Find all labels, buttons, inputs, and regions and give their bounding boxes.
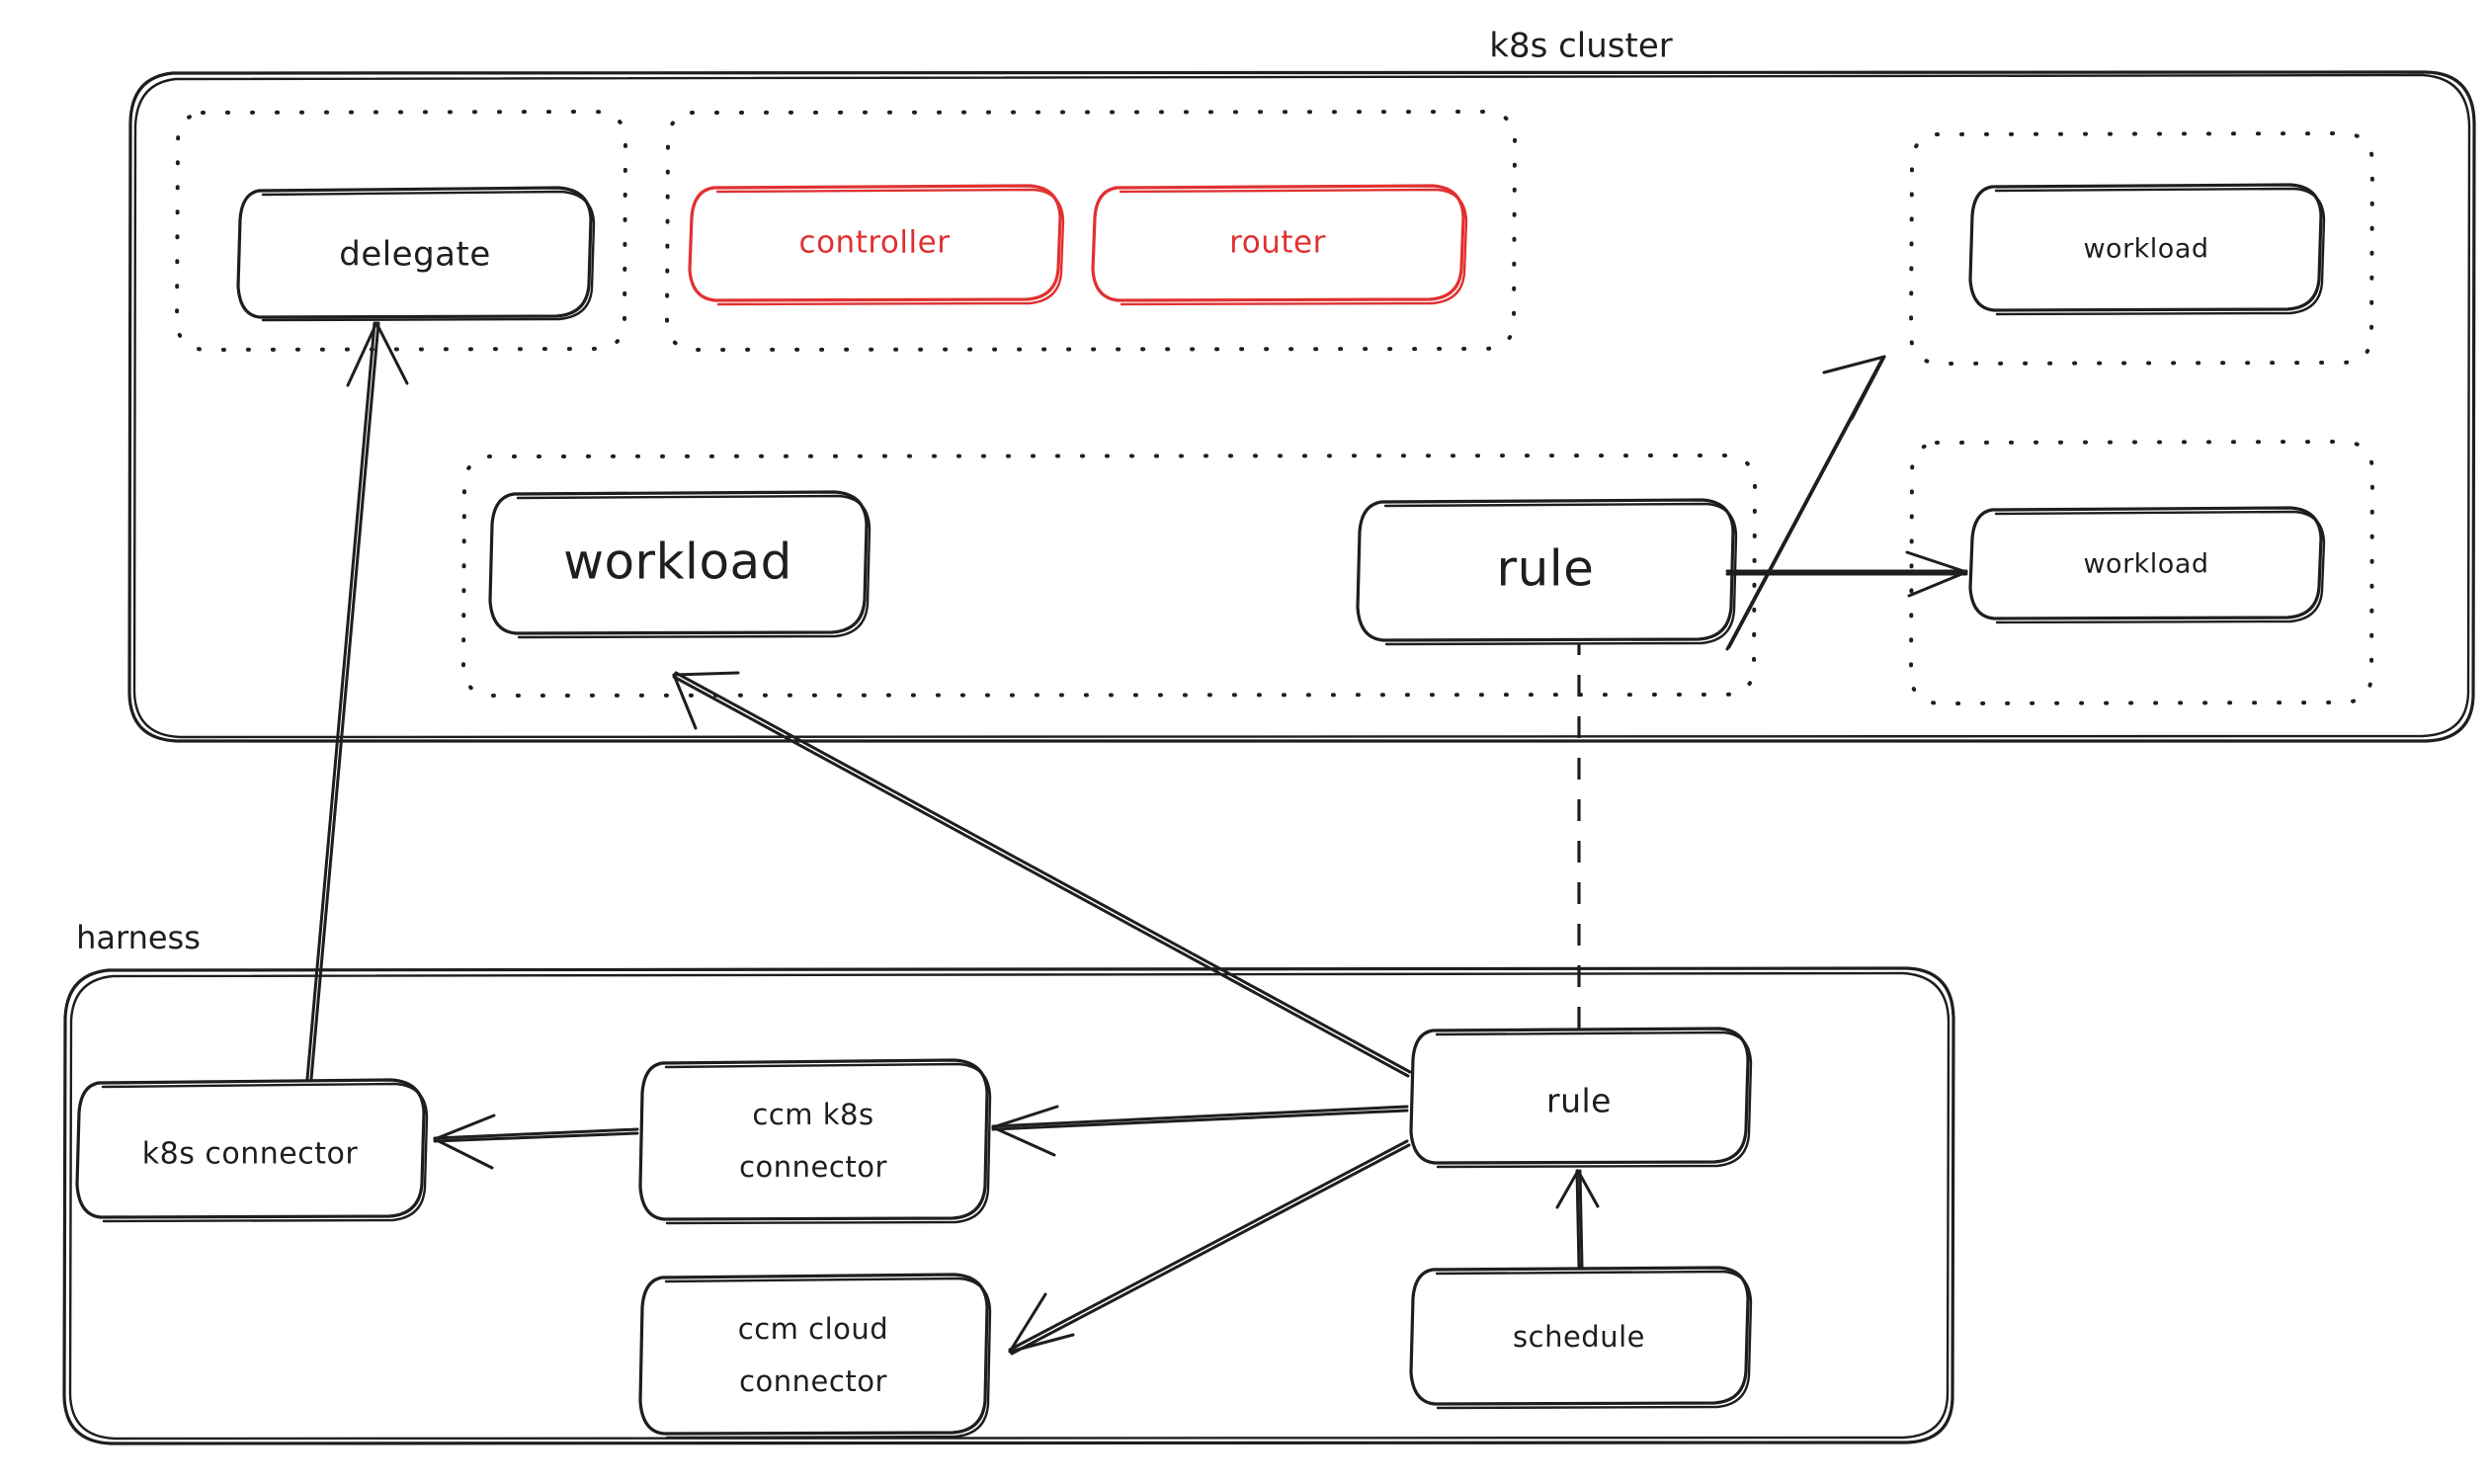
edge-k8s-connector-to-delegate bbox=[305, 321, 409, 1081]
edge-rule-to-workload-bottom bbox=[1725, 550, 1968, 598]
edge-rule-to-workload-top bbox=[1725, 355, 1886, 651]
controller-router-subgroup bbox=[664, 109, 1518, 353]
node-ccm-cloud-connector-line2: connector bbox=[739, 1364, 887, 1398]
workload-rule-subgroup bbox=[460, 453, 1758, 699]
node-ccm-cloud-connector[interactable]: ccm cloud connector bbox=[638, 1273, 992, 1440]
node-schedule-label: schedule bbox=[1513, 1320, 1645, 1354]
edge-schedule-to-rule-harness bbox=[1555, 1169, 1600, 1269]
edge-rule-harness-to-workload-main bbox=[672, 671, 1412, 1078]
node-delegate[interactable]: delegate bbox=[236, 186, 596, 322]
edge-rule-harness-to-ccm-k8s bbox=[991, 1105, 1409, 1157]
workload-top-subgroup bbox=[1908, 130, 2375, 367]
k8s-cluster-boundary bbox=[127, 70, 2476, 743]
node-ccm-cloud-connector-line1: ccm cloud bbox=[738, 1312, 888, 1346]
node-workload-main-label: workload bbox=[563, 534, 792, 591]
node-rule-harness[interactable]: rule bbox=[1409, 1027, 1753, 1169]
node-k8s-connector-label: k8s connector bbox=[142, 1137, 359, 1172]
edge-rule-harness-to-ccm-cloud bbox=[1008, 1139, 1411, 1356]
node-ccm-k8s-connector-line1: ccm k8s bbox=[752, 1098, 873, 1131]
node-router-label: router bbox=[1229, 225, 1326, 261]
harness-group-label: harness bbox=[76, 919, 201, 956]
k8s-cluster-group-label: k8s cluster bbox=[1489, 27, 1672, 66]
node-router[interactable]: router bbox=[1091, 184, 1468, 306]
node-rule-cluster-label: rule bbox=[1497, 540, 1595, 598]
edge-ccm-k8s-to-k8s-connector bbox=[433, 1113, 639, 1170]
node-rule-cluster[interactable]: rule bbox=[1356, 498, 1738, 646]
node-delegate-label: delegate bbox=[339, 235, 491, 275]
node-ccm-k8s-connector-line2: connector bbox=[739, 1150, 887, 1184]
node-controller-label: controller bbox=[799, 225, 951, 261]
node-workload-top-label: workload bbox=[2083, 234, 2208, 265]
node-ccm-k8s-connector[interactable]: ccm k8s connector bbox=[638, 1058, 992, 1225]
node-workload-main[interactable]: workload bbox=[488, 490, 872, 639]
node-k8s-connector[interactable]: k8s connector bbox=[75, 1078, 429, 1223]
harness-boundary bbox=[62, 966, 1955, 1445]
node-workload-top[interactable]: workload bbox=[1968, 183, 2326, 316]
node-workload-bottom-label: workload bbox=[2083, 549, 2208, 580]
node-workload-bottom[interactable]: workload bbox=[1968, 506, 2326, 624]
node-rule-harness-label: rule bbox=[1546, 1082, 1612, 1120]
node-controller[interactable]: controller bbox=[688, 184, 1065, 306]
node-schedule[interactable]: schedule bbox=[1409, 1266, 1753, 1410]
